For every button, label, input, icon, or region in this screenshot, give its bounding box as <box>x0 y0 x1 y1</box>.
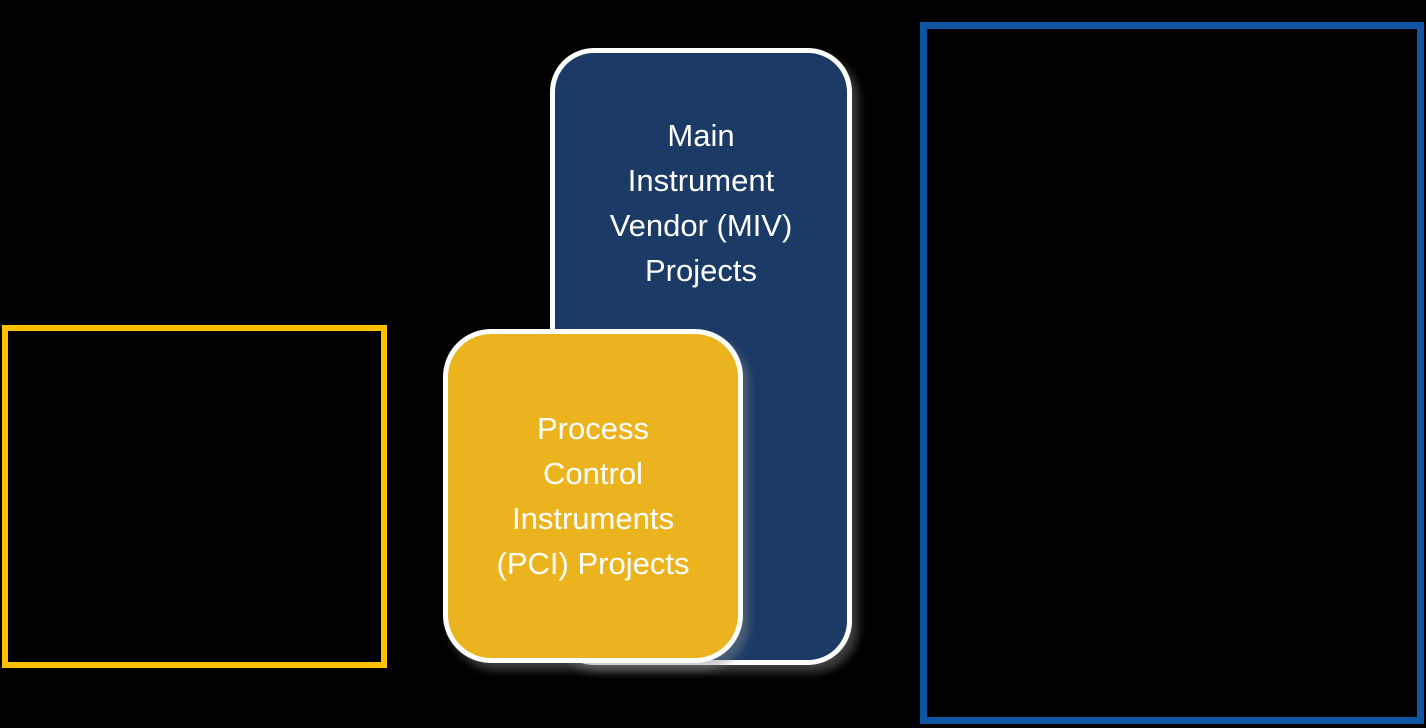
pci-label-line-1: Process <box>537 411 649 446</box>
miv-label-line-4: Projects <box>645 253 757 288</box>
miv-label-line-1: Main <box>667 118 735 153</box>
pci-projects-box: Process Control Instruments (PCI) Projec… <box>443 329 743 663</box>
miv-label-line-3: Vendor (MIV) <box>609 208 793 243</box>
right-outline-box <box>920 22 1424 724</box>
pci-label-line-4: (PCI) Projects <box>496 546 690 581</box>
pci-label-line-3: Instruments <box>512 501 674 536</box>
pci-projects-label: Process Control Instruments (PCI) Projec… <box>497 406 690 586</box>
miv-projects-label: Main Instrument Vendor (MIV) Projects <box>555 53 847 293</box>
miv-label-line-2: Instrument <box>627 163 775 198</box>
left-outline-box <box>2 325 387 668</box>
pci-label-line-2: Control <box>543 456 643 491</box>
